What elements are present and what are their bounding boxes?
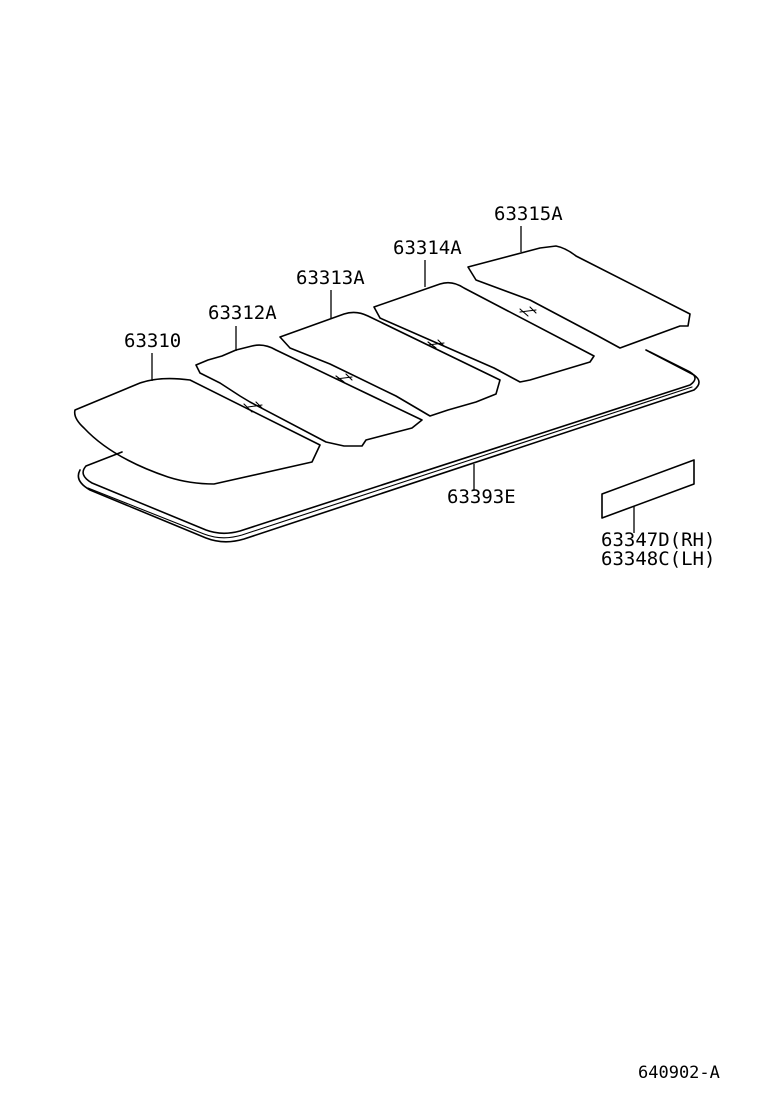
trim-strip-63347D-63348C <box>601 459 695 519</box>
headlining-section-63312A <box>195 344 423 447</box>
label-63348C-lh: 63348C(LH) <box>601 548 715 570</box>
headlining-section-63314A <box>373 281 595 383</box>
headlining-section-63310 <box>73 377 321 485</box>
label-63310: 63310 <box>124 330 181 352</box>
headlining-section-63315A <box>467 245 691 349</box>
label-63312A: 63312A <box>208 302 277 324</box>
label-63393E: 63393E <box>447 486 516 508</box>
leader-lines <box>151 226 635 533</box>
part-labels: 63310 63312A 63313A 63314A 63315A 63393E… <box>124 203 715 570</box>
label-63347D-rh: 63347D(RH) <box>601 529 715 551</box>
diagram-code: 640902-A <box>638 1063 720 1083</box>
label-63315A: 63315A <box>494 203 563 225</box>
headlining-section-63313A <box>279 311 501 417</box>
label-63313A: 63313A <box>296 267 365 289</box>
label-63314A: 63314A <box>393 237 462 259</box>
